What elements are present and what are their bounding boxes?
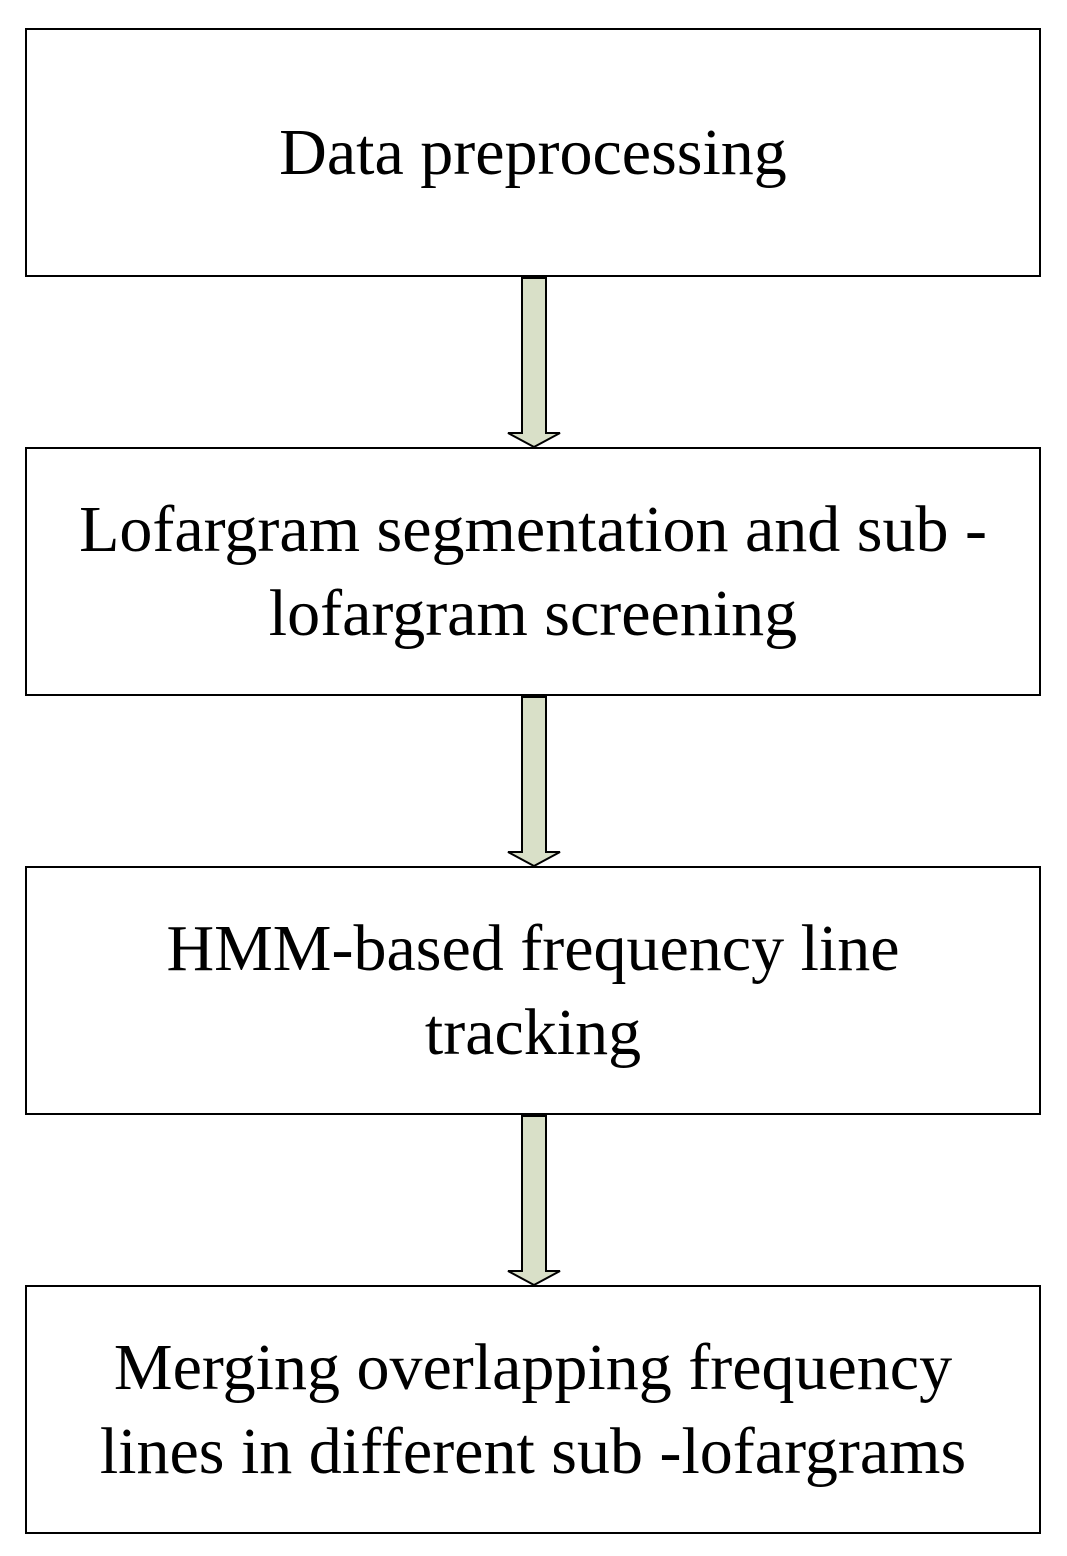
step-lofargram-segmentation: Lofargram segmentation and sub - lofargr… <box>25 447 1041 696</box>
step-label-line: HMM-based frequency line <box>166 911 900 985</box>
step-label: Merging overlapping frequency lines in d… <box>100 1326 966 1494</box>
step-label: HMM-based frequency line tracking <box>166 907 899 1075</box>
step-label-line: lofargram screening <box>268 576 798 650</box>
step-label-line: Merging overlapping frequency <box>113 1330 953 1404</box>
step-label: Data preprocessing <box>279 111 787 195</box>
step-label-line: Data preprocessing <box>279 115 787 189</box>
step-data-preprocessing: Data preprocessing <box>25 28 1041 277</box>
step-hmm-frequency-tracking: HMM-based frequency line tracking <box>25 866 1041 1115</box>
down-arrow-icon <box>507 1115 561 1287</box>
step-label-line: lines in different sub -lofargrams <box>99 1414 967 1488</box>
step-label: Lofargram segmentation and sub - lofargr… <box>79 488 987 656</box>
step-label-line: Lofargram segmentation and sub - <box>79 492 987 566</box>
down-arrow-icon <box>507 277 561 449</box>
step-label-line: tracking <box>424 995 642 1069</box>
step-merging-frequency-lines: Merging overlapping frequency lines in d… <box>25 1285 1041 1534</box>
down-arrow-icon <box>507 696 561 868</box>
